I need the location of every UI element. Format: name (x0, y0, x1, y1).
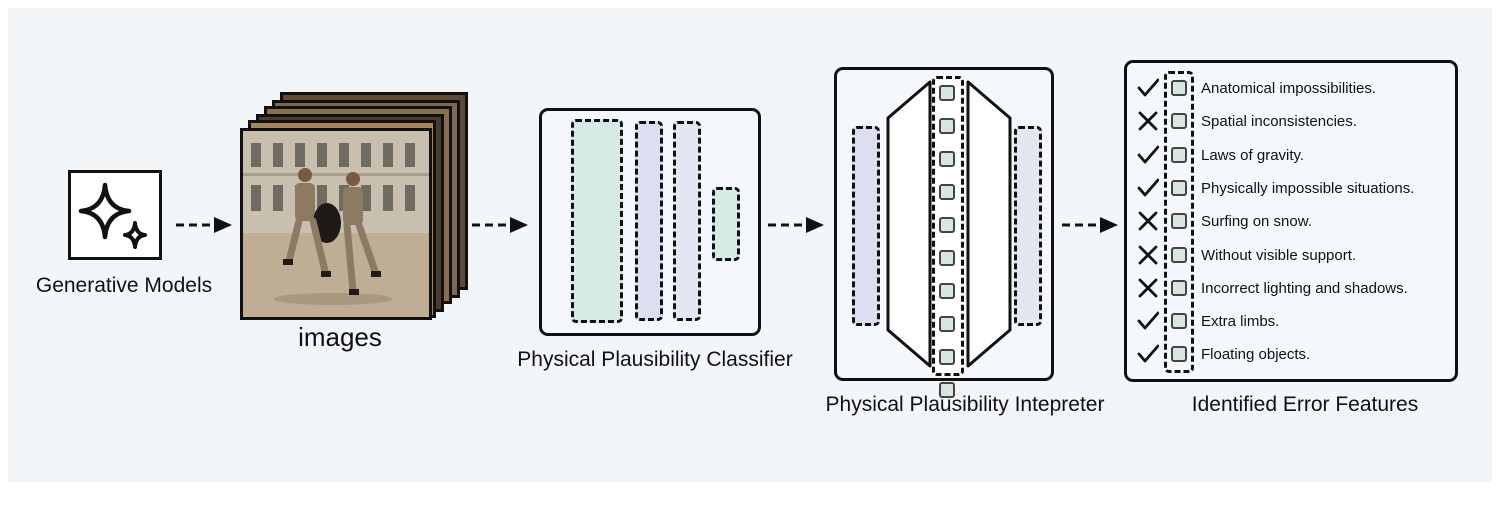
error-feature-text: Extra limbs. (1201, 313, 1280, 331)
error-feature-text: Floating objects. (1201, 346, 1311, 364)
images-label: images (298, 322, 382, 352)
error-feature-row: Without visible support. (1127, 245, 1457, 266)
cross-icon (1138, 111, 1158, 131)
cross-icon (1138, 278, 1158, 298)
interpreter-feature-chip (939, 85, 955, 101)
classifier-panel (539, 108, 761, 336)
error-feature-row: Laws of gravity. (1127, 145, 1457, 166)
classifier-layer-1 (571, 119, 623, 323)
interpreter-input-layer (852, 126, 880, 326)
interpreter-feature-chip (939, 349, 955, 365)
error-feature-chip (1171, 113, 1187, 130)
generated-image (240, 128, 432, 320)
error-feature-text: Anatomical impossibilities. (1201, 80, 1377, 97)
error-features-label: Identified Error Features (1191, 393, 1419, 416)
generative-models-label: Generative Models (35, 274, 213, 297)
classifier-label: Physical Plausibility Classifier (517, 348, 793, 371)
error-feature-chip (1171, 346, 1187, 363)
interpreter-panel (834, 67, 1054, 398)
interpreter-feature-chip (939, 151, 955, 167)
generative-model-icon-box (68, 170, 162, 260)
interpreter-feature-chip (939, 382, 955, 398)
error-feature-chip (1171, 179, 1187, 196)
error-feature-chip (1171, 246, 1187, 263)
flow-arrow-2 (472, 217, 528, 233)
error-feature-text: Without visible support. (1201, 246, 1357, 264)
error-feature-row: Floating objects. (1127, 344, 1457, 365)
error-feature-chip (1171, 146, 1187, 163)
error-feature-text: Incorrect lighting and shadows. (1201, 279, 1408, 297)
error-feature-chip (1171, 313, 1187, 330)
flow-arrow-4 (1062, 217, 1118, 233)
classifier-output-layer (712, 187, 740, 261)
cross-icon (1138, 211, 1158, 231)
interpreter-feature-chip (939, 283, 955, 299)
interpreter-feature-chip (939, 184, 955, 200)
error-feature-row: Anatomical impossibilities. (1127, 78, 1457, 99)
error-feature-row: Incorrect lighting and shadows. (1127, 278, 1457, 299)
error-feature-text: Physically impossible situations. (1201, 179, 1415, 197)
interpreter-output-layer (1014, 126, 1042, 326)
classifier-layer-3 (673, 121, 701, 321)
classifier-layer-2 (635, 121, 663, 321)
error-features-panel: Anatomical impossibilities. Spatial incon… (1124, 60, 1458, 382)
error-feature-row: Extra limbs. (1127, 311, 1457, 332)
error-feature-row: Spatial inconsistencies. (1127, 111, 1457, 132)
check-icon (1137, 178, 1159, 197)
check-icon (1137, 78, 1159, 97)
error-feature-text: Spatial inconsistencies. (1201, 113, 1357, 131)
interpreter-feature-chip (939, 250, 955, 266)
error-feature-row: Surfing on snow. (1127, 211, 1457, 232)
check-icon (1137, 344, 1159, 363)
check-icon (1137, 145, 1159, 163)
error-feature-text: Surfing on snow. (1201, 213, 1312, 231)
error-feature-text: Laws of gravity. (1201, 146, 1305, 164)
sparkle-icon (78, 182, 147, 249)
flow-arrow-3 (768, 217, 824, 233)
error-feature-chip (1171, 279, 1187, 296)
cross-icon (1138, 245, 1158, 264)
generated-image-illustration (243, 131, 429, 317)
flow-arrow-1 (176, 217, 232, 233)
error-feature-chip (1171, 213, 1187, 230)
error-feature-row: Physically impossible situations. (1127, 178, 1457, 199)
interpreter-encoder-decoder-shape (886, 80, 1012, 368)
interpreter-feature-chip (939, 217, 955, 233)
error-feature-chip (1171, 80, 1187, 96)
interpreter-feature-chip (939, 118, 955, 134)
check-icon (1137, 311, 1159, 330)
interpreter-feature-chip (939, 316, 955, 332)
interpreter-label: Physical Plausibility Intepreter (825, 393, 1105, 416)
error-feature-column (1164, 71, 1194, 373)
